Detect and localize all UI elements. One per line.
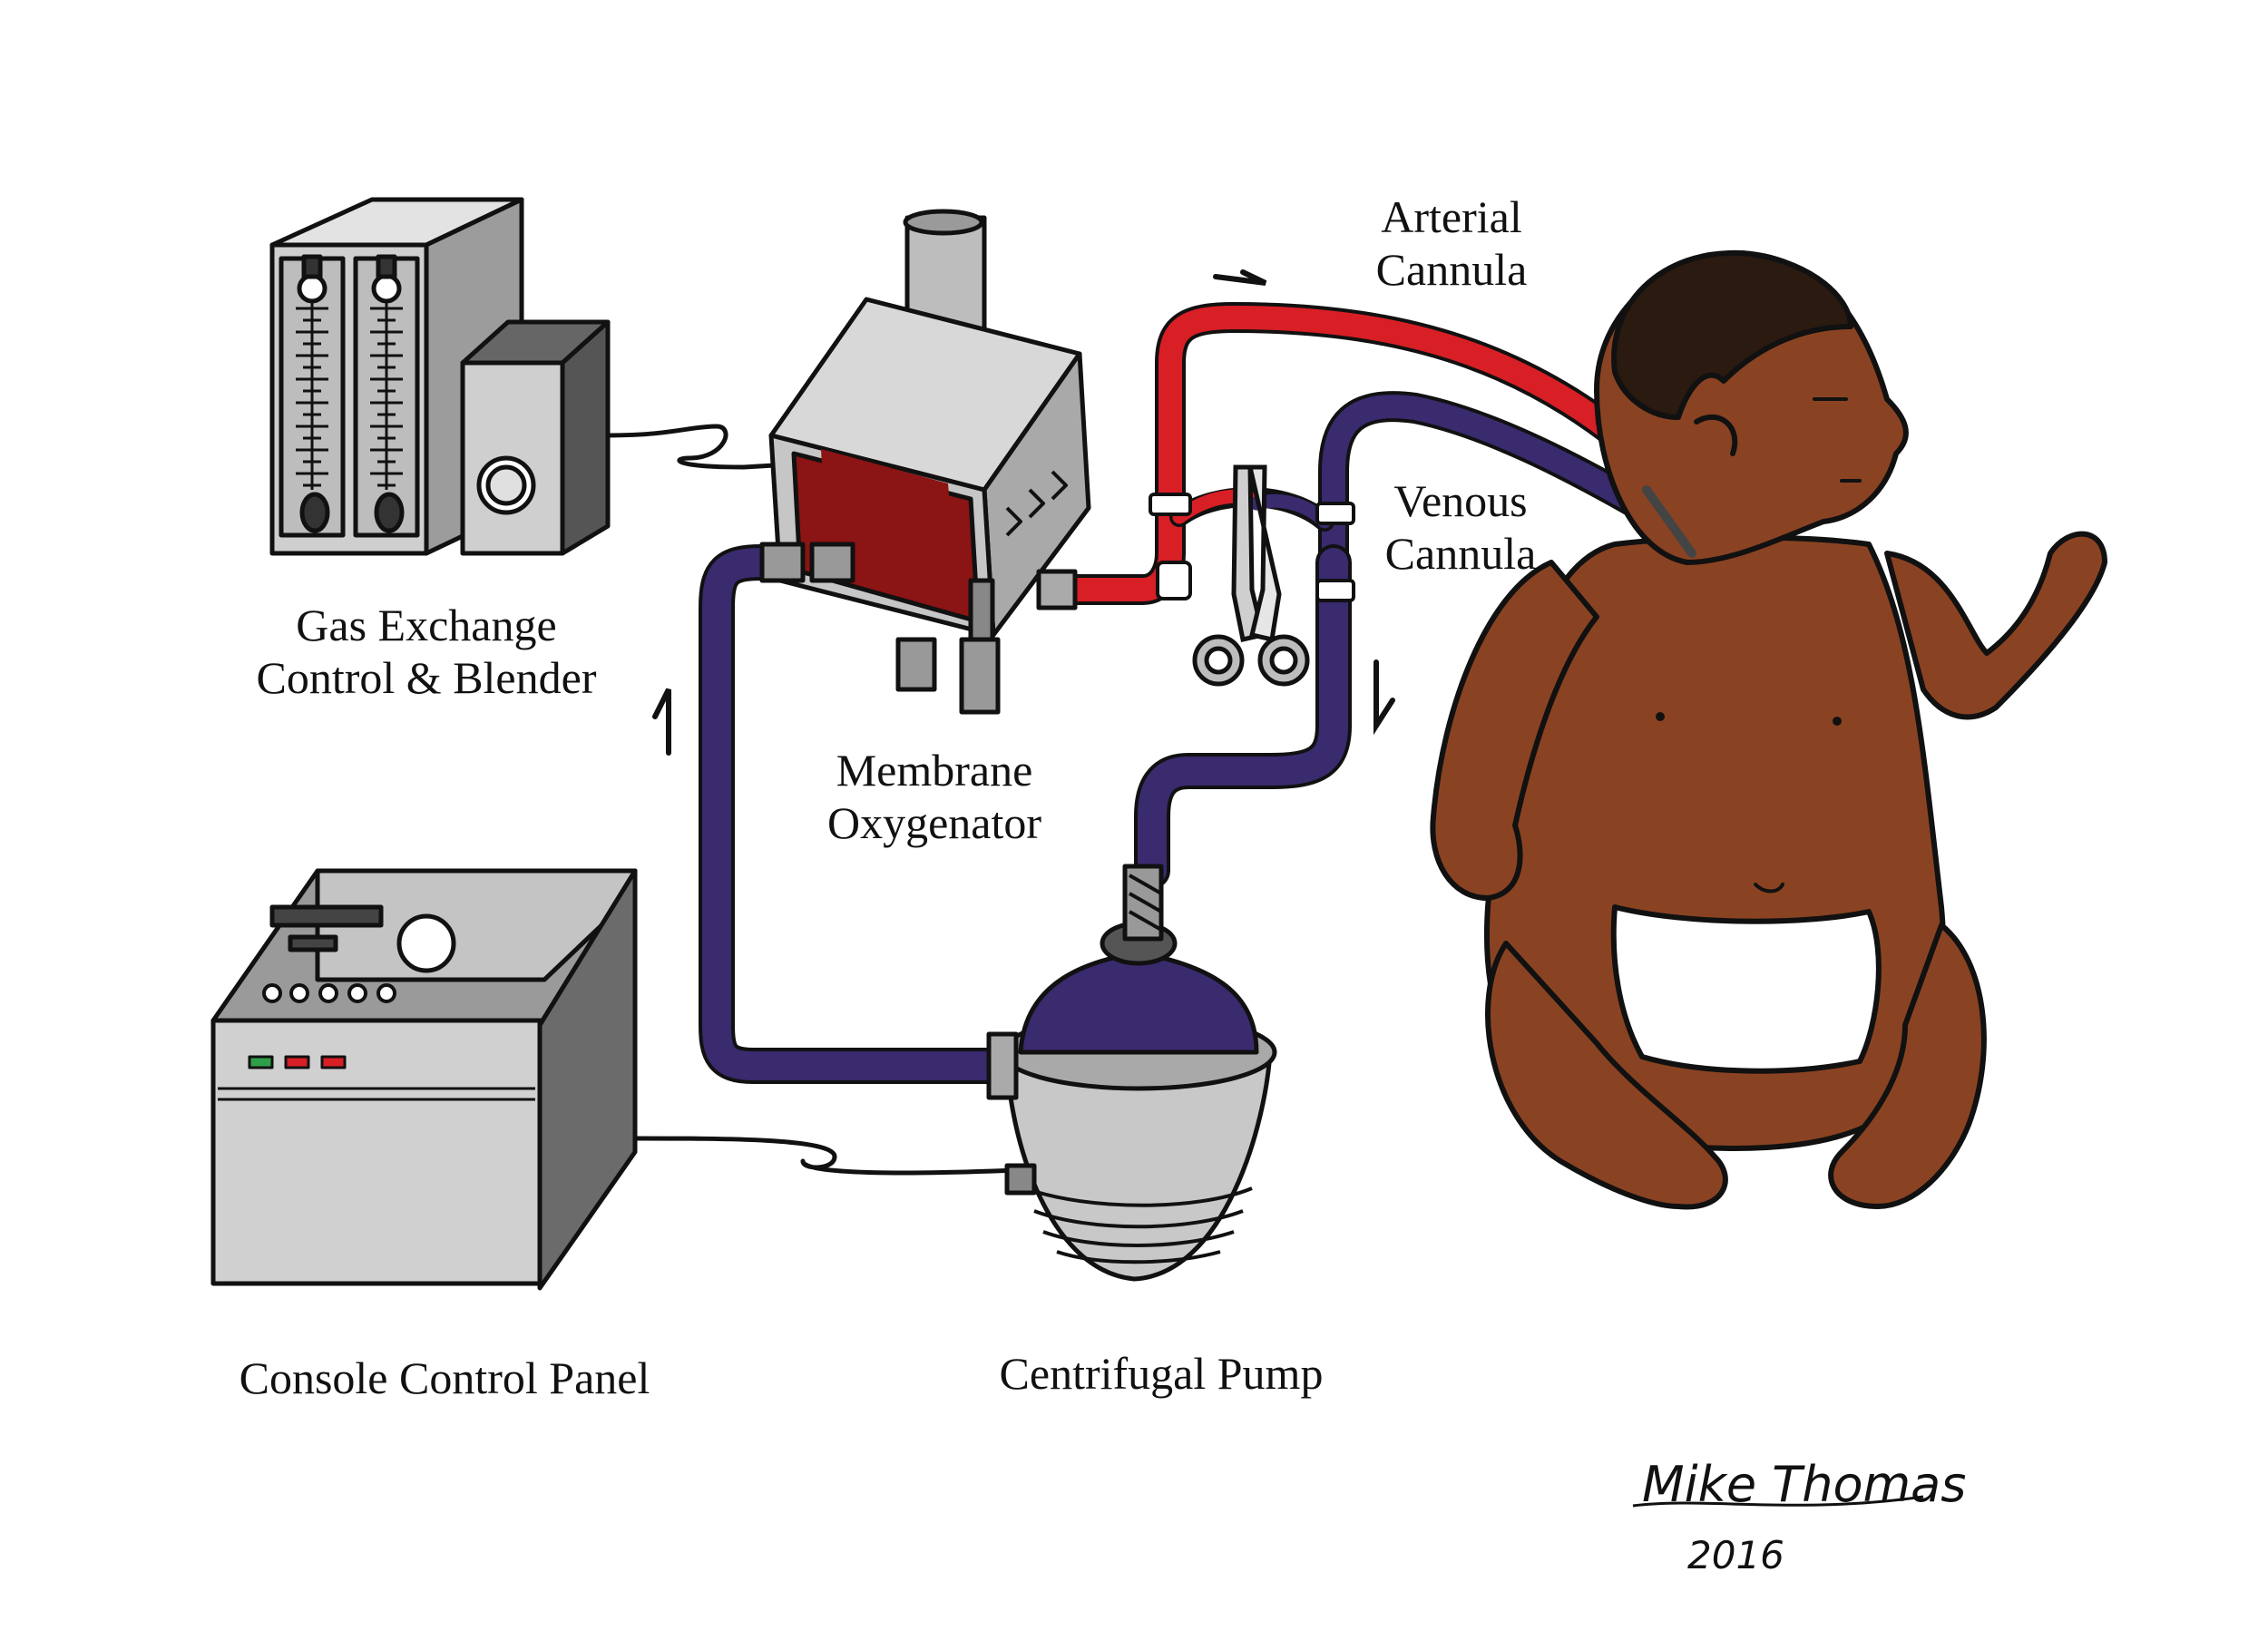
label-venous-cannula: Venous Cannula [1384, 475, 1537, 579]
label-arterial-cannula: Arterial Cannula [1375, 191, 1528, 295]
signature-year: 2016 [1687, 1533, 1784, 1577]
signature-flourish [1632, 1495, 1924, 1508]
label-centrifugal-pump: Centrifugal Pump [999, 1348, 1324, 1399]
tubing-clamp-icon [1192, 464, 1310, 687]
infant-patient [1430, 249, 2107, 1210]
membrane-oxygenator-device [759, 209, 1091, 715]
label-console-control-panel: Console Control Panel [239, 1352, 650, 1403]
flow-arrow-icon [652, 269, 1395, 756]
y-connector-arterial [1149, 493, 1192, 600]
centrifugal-pump-device [986, 864, 1277, 1282]
gas-blender-device [269, 197, 790, 556]
console-device [210, 868, 1017, 1291]
signature-name: Mike Thomas [1642, 1456, 1967, 1513]
label-membrane-oxygenator: Membrane Oxygenator [826, 745, 1042, 848]
y-connector-venous [1315, 502, 1355, 602]
label-gas-exchange: Gas Exchange Control & Blender [256, 600, 597, 703]
